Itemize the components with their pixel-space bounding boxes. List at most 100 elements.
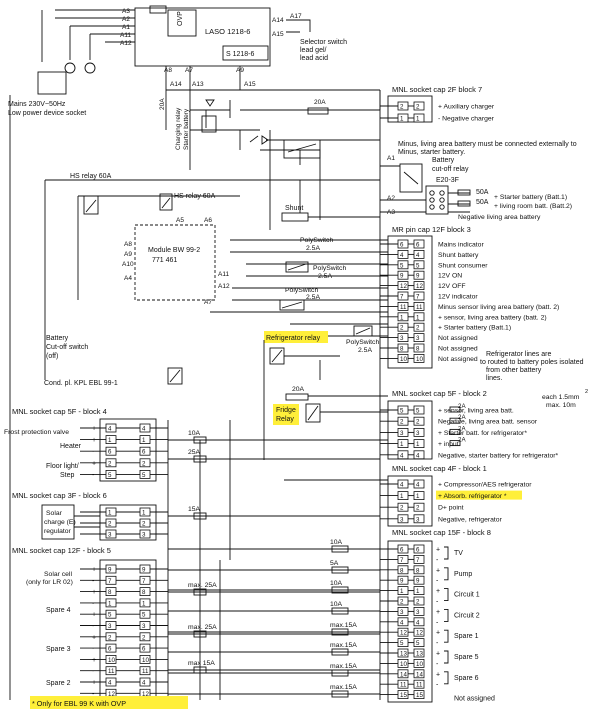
pin: 2 — [142, 460, 146, 467]
pin: 7 — [400, 294, 404, 301]
polyswitch-2: PolySwitch 2.5A — [313, 265, 348, 280]
polarity: + — [92, 426, 96, 433]
pin: 8 — [142, 589, 146, 596]
pin: 1 — [142, 437, 146, 444]
fuse-2a: 2A — [458, 414, 466, 421]
fuse-right: 5A — [330, 560, 339, 567]
terminal-label: 12V OFF — [438, 283, 466, 290]
fuse-right: max.15A — [330, 663, 357, 670]
pin: 2 — [108, 634, 112, 641]
pin: 9 — [416, 578, 420, 585]
pin: 10 — [400, 661, 407, 668]
terminal-label: 12V indicator — [438, 294, 478, 301]
module-name: Module BW 99-2 — [148, 247, 200, 254]
pin-a2-cutoff: A2 — [387, 195, 395, 202]
polyswitch-1: PolySwitch 2.5A — [300, 237, 335, 252]
pin: 3 — [142, 532, 146, 539]
pin: 4 — [416, 619, 420, 626]
polarity: + — [436, 671, 440, 678]
terminal-label: Mains indicator — [438, 242, 484, 249]
pin: 8 — [416, 567, 420, 574]
pin: 10 — [142, 657, 149, 664]
module-pin-a7: A7 — [204, 299, 212, 306]
terminal-label: + sensor, living area batt. — [438, 408, 514, 415]
circuit-label: Not assigned — [454, 696, 495, 703]
circuit-label: Pump — [454, 571, 472, 578]
mains-socket: Mains 230V~50Hz Low power device socket — [8, 71, 86, 117]
pin: 5 — [416, 408, 420, 415]
pin: 2 — [400, 325, 404, 332]
block7-title: MNL socket cap 2F block 7 — [392, 85, 482, 94]
living-battery-label: + living room batt. (Batt.2) — [494, 203, 572, 210]
pin: 12 — [416, 283, 423, 290]
polarity: + — [436, 630, 440, 637]
pin: 3 — [400, 516, 404, 523]
laso-label: LASO 1218-6 — [205, 27, 250, 36]
terminal-label: Shunt consumer — [438, 262, 488, 269]
ovp-label: OVP — [177, 11, 184, 26]
pin-a14-under: A14 — [170, 81, 182, 88]
pin: 12 — [400, 630, 407, 637]
pin: 7 — [416, 557, 420, 564]
pin: 11 — [108, 668, 115, 675]
laso-block: OVP LASO 1218-6 S 1218-6 A3 A2 A1 A11 A1… — [41, 5, 347, 88]
block5-row: +10 10 — [80, 655, 168, 664]
pin: 13 — [416, 651, 423, 658]
polarity: + — [92, 657, 96, 664]
pin: 3 — [416, 516, 420, 523]
pin: 6 — [142, 646, 146, 653]
fuse-left: max. 25A — [188, 582, 217, 589]
pin: 4 — [108, 680, 112, 687]
pin: 2 — [108, 460, 112, 467]
pin: 1 — [142, 600, 146, 607]
hs-relay-1: HS relay 60A — [70, 173, 112, 180]
pin: 1 — [108, 437, 112, 444]
floor-light-label: Floor light/ Step — [46, 463, 81, 479]
pin: 3 — [416, 430, 420, 437]
pin: 11 — [142, 668, 149, 675]
fuse-left: 25A — [188, 449, 201, 456]
terminal-label: Shunt battery — [438, 252, 479, 259]
polarity: - — [436, 661, 439, 668]
pin: 6 — [400, 242, 404, 249]
fuse-20a-top: 20A — [314, 99, 326, 106]
footnote: * Only for EBL 99 K with OVP — [32, 699, 126, 708]
pin: 15 — [416, 692, 423, 699]
polarity: + — [92, 567, 96, 574]
fuse-right: max.15A — [330, 642, 357, 649]
polarity: + — [92, 612, 96, 619]
hs-relay-2: HS relay 60A — [174, 193, 216, 200]
block-1: MNL socket cap 4F - block 1 — [387, 464, 487, 527]
pin: 10 — [108, 657, 115, 664]
pin: 5 — [108, 612, 112, 619]
charging-relay-label: Charging relay Starter battery — [175, 106, 190, 150]
polarity: - — [92, 578, 95, 585]
pin: 3 — [108, 532, 112, 539]
terminal-label: + sensor, living area battery (batt. 2) — [438, 314, 547, 321]
pin: 4 — [400, 452, 404, 459]
pin: 5 — [142, 472, 146, 479]
shunt-label: Shunt — [285, 205, 303, 212]
polarity: - — [436, 599, 439, 606]
polarity: + — [92, 589, 96, 596]
module-pin-a6: A6 — [204, 217, 212, 224]
block4-title: MNL socket cap 5F - block 4 — [12, 407, 107, 416]
pin: 2 — [142, 521, 146, 528]
pin: 12 — [400, 283, 407, 290]
circuit-label: Circuit 2 — [454, 612, 480, 619]
pin: 5 — [400, 262, 404, 269]
